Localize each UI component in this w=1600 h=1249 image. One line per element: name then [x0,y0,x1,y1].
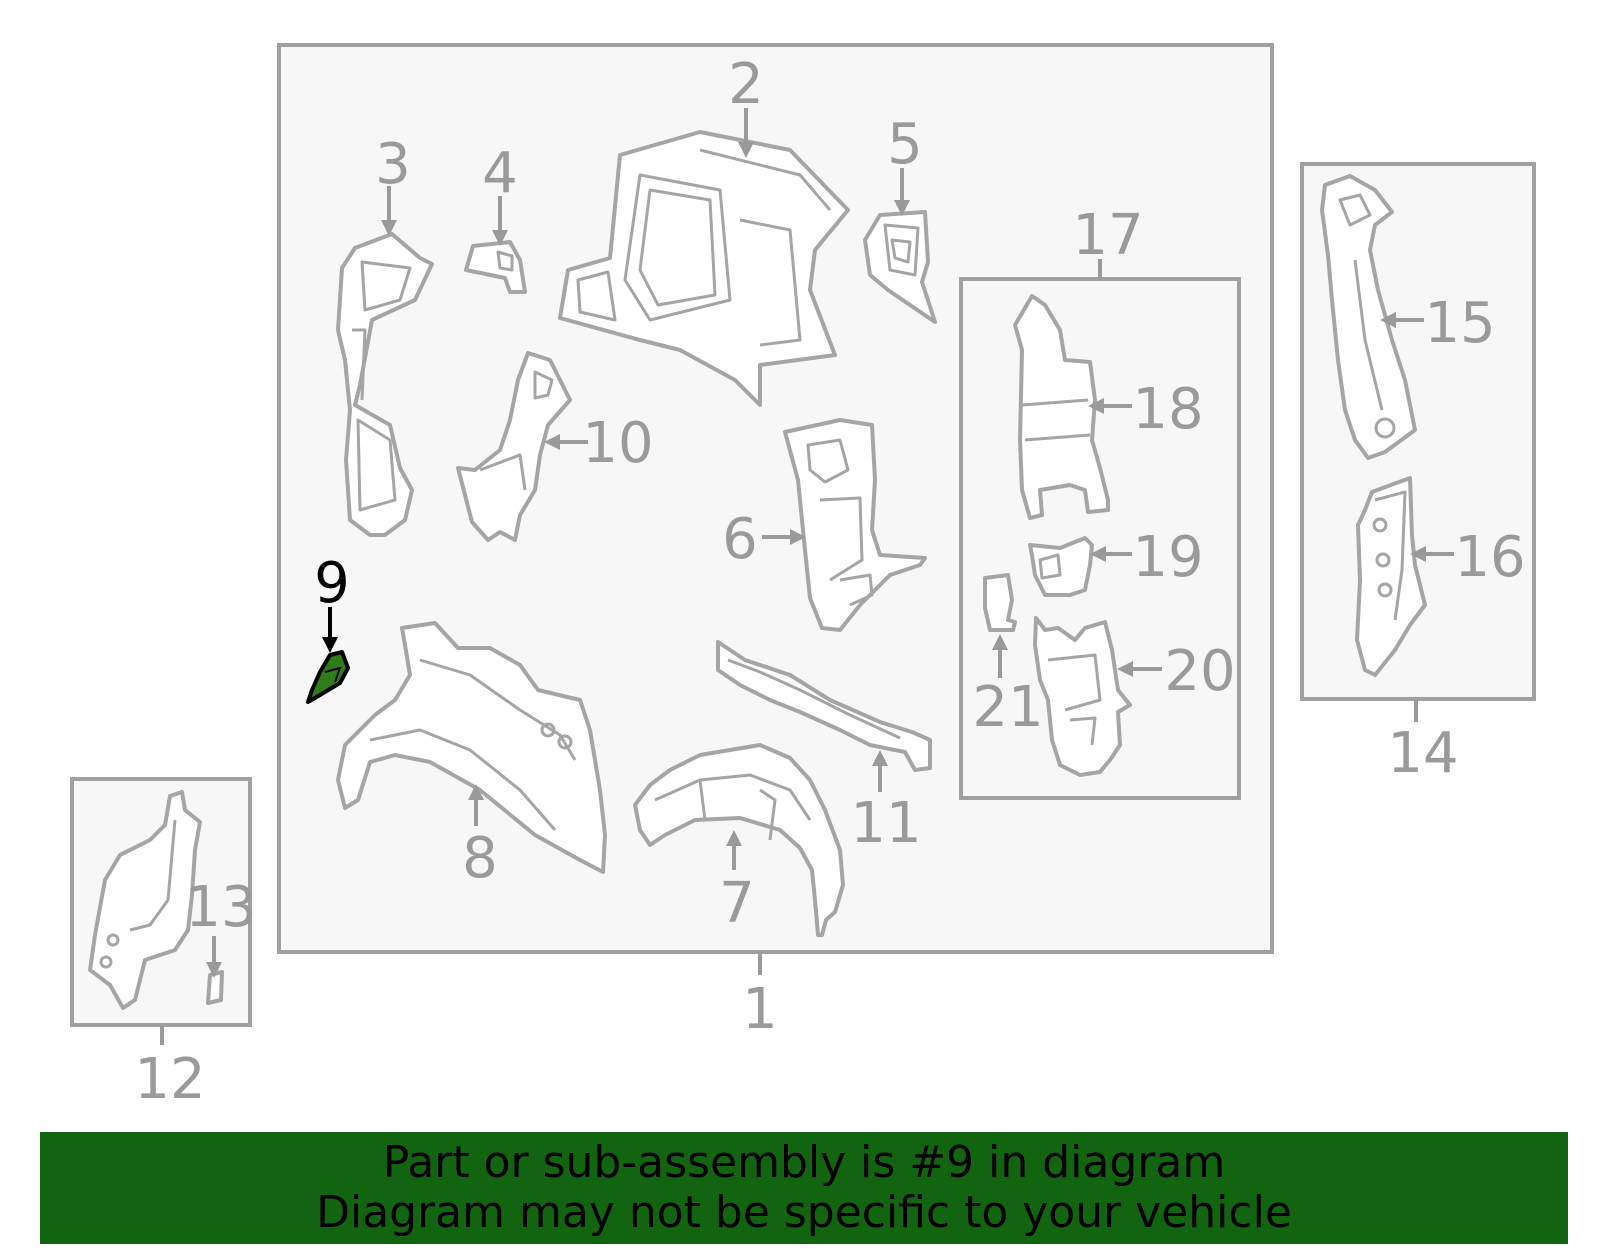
part-6-shape[interactable] [783,418,927,632]
callout-6: 6 [722,507,758,572]
banner-line-2: Diagram may not be specific to your vehi… [316,1187,1292,1238]
callout-17: 17 [1072,203,1143,268]
callout-2: 2 [728,52,764,117]
part-13-shape[interactable] [206,970,224,1005]
part-18-shape[interactable] [1013,294,1110,520]
callout-20: 20 [1164,639,1235,704]
part-16-shape[interactable] [1355,476,1427,677]
part-12-shape[interactable] [88,790,202,1010]
part-11-shape[interactable] [716,640,932,772]
callout-7: 7 [719,871,755,936]
parts-diagram: 1 2 3 4 5 6 7 8 9 10 11 12 13 14 15 16 1… [70,43,1536,1112]
callout-3: 3 [375,132,411,197]
part-3-shape[interactable] [336,232,434,537]
callout-8: 8 [462,826,498,891]
callout-11: 11 [850,791,921,856]
part-20-shape[interactable] [1033,616,1132,777]
part-4-shape[interactable] [464,240,527,294]
callout-14: 14 [1387,721,1458,786]
part-10-shape[interactable] [456,351,572,542]
part-5-shape[interactable] [863,210,937,324]
callout-21: 21 [972,675,1043,740]
part-9-shape[interactable] [306,650,350,704]
part-8-shape[interactable] [336,621,607,874]
callout-1: 1 [742,977,778,1042]
part-2-shape[interactable] [558,130,850,407]
part-21-shape[interactable] [983,573,1017,632]
leader-arrows [206,108,1454,978]
callout-9: 9 [314,551,350,616]
banner-line-1: Part or sub-assembly is #9 in diagram [382,1137,1226,1188]
callout-16: 16 [1454,525,1525,590]
part-7-shape[interactable] [633,743,845,937]
callout-10: 10 [582,411,653,476]
callout-4: 4 [482,141,518,206]
info-banner: Part or sub-assembly is #9 in diagram Di… [40,1132,1568,1244]
part-19-shape[interactable] [1028,536,1094,597]
callout-13: 13 [185,875,256,940]
part-15-shape[interactable] [1320,174,1417,460]
callout-19: 19 [1132,525,1203,590]
callout-12: 12 [134,1047,205,1112]
callout-18: 18 [1132,377,1203,442]
callout-15: 15 [1424,291,1495,356]
callout-5: 5 [887,112,923,177]
